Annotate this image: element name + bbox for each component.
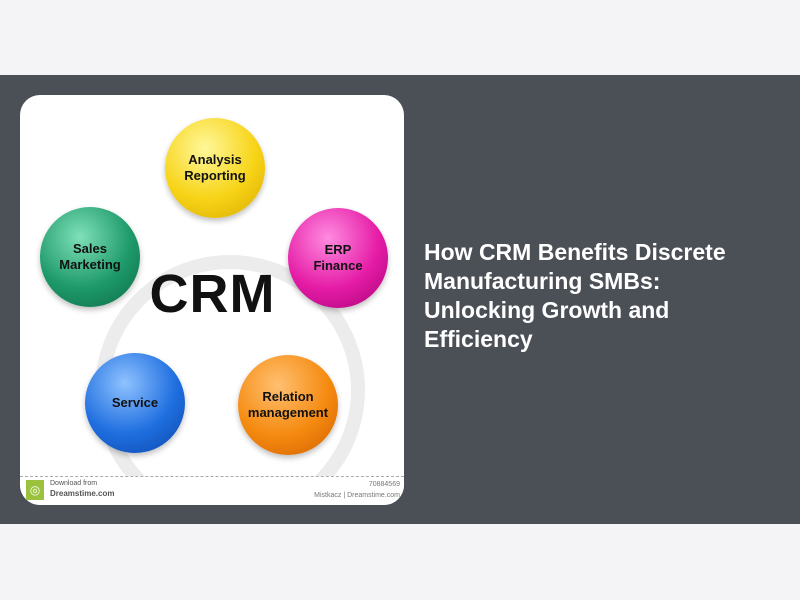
node-label: Sales <box>73 241 107 256</box>
crm-center-label: CRM <box>149 264 276 324</box>
watermark-credit: Mistkacz | Dreamstime.com <box>314 492 400 499</box>
article-title: How CRM Benefits Discrete Manufacturing … <box>424 239 726 352</box>
node-label: ERP <box>324 242 352 257</box>
node-label: Analysis <box>188 152 242 167</box>
dreamstime-logo-icon: ◎ <box>26 480 44 500</box>
node-label: Reporting <box>184 168 246 183</box>
node-label: management <box>247 405 329 420</box>
node-label: Marketing <box>59 257 121 272</box>
node-label: Relation <box>262 389 314 404</box>
watermark-footer: ◎ Download from Dreamstime.com 70884569 … <box>20 476 404 505</box>
node-service: Service <box>85 353 185 453</box>
watermark-site: Dreamstime.com <box>50 489 115 498</box>
node-label: Finance <box>313 258 363 273</box>
watermark-download: Download from <box>50 480 98 487</box>
node-label: Service <box>111 395 159 410</box>
watermark-id: 70884569 <box>368 481 400 488</box>
